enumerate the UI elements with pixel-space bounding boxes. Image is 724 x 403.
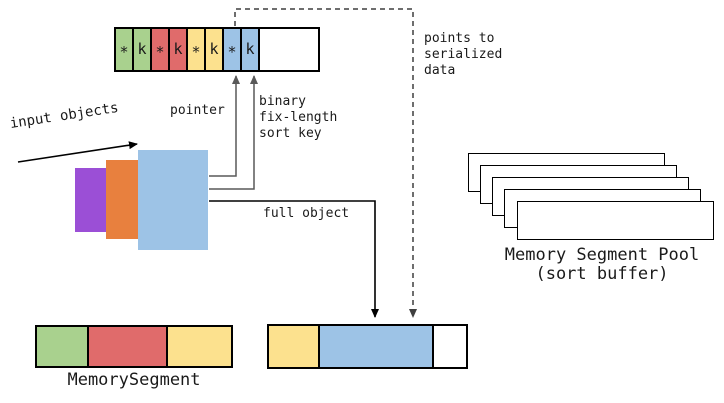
sort-index-cell: *	[116, 29, 134, 70]
pointer-arrow	[209, 75, 240, 177]
sort-index-cell: k	[206, 29, 224, 70]
cell-label: k	[137, 40, 147, 58]
cell-label: k	[209, 40, 219, 58]
memory-segment-part	[37, 327, 89, 366]
cell-label: *	[227, 43, 237, 61]
record-segment-part	[269, 326, 320, 367]
cell-label: *	[191, 43, 201, 61]
points-to-serialized-data-label: points to serialized data	[424, 31, 503, 78]
sort-index-cell: k	[134, 29, 152, 70]
memory-segment-part	[89, 327, 168, 366]
memory-segment-label: MemorySegment	[67, 370, 201, 390]
sort-index-cell: k	[242, 29, 260, 70]
input-object-orange	[106, 160, 139, 239]
sort-index-bar: * k * k * k * k	[114, 27, 320, 72]
input-object-purple	[75, 168, 106, 232]
sort-index-cell: k	[170, 29, 188, 70]
sort-key-arrow	[209, 75, 258, 190]
memory-segment-pool-title: Memory Segment Pool	[504, 245, 700, 265]
record-segment-part	[434, 326, 466, 367]
cell-label: k	[245, 40, 255, 58]
sort-index-empty-cell	[260, 29, 318, 70]
memory-segment-pool-subtitle: (sort buffer)	[535, 264, 669, 284]
cell-label: *	[155, 43, 165, 61]
cell-label: k	[173, 40, 183, 58]
record-segment-part	[320, 326, 434, 367]
sort-index-cell: *	[224, 29, 242, 70]
input-objects-label: input objects	[8, 99, 120, 132]
sort-key-label: binary fix-length sort key	[259, 94, 338, 141]
sort-index-cell: *	[188, 29, 206, 70]
full-object-label: full object	[263, 206, 350, 221]
pointer-label: pointer	[170, 103, 225, 118]
input-object-blue	[138, 150, 208, 250]
cell-label: *	[119, 43, 129, 61]
memory-segment-bar	[35, 325, 233, 368]
memory-segment-pool-rect	[517, 201, 714, 240]
serialized-record-bar	[267, 324, 468, 369]
memory-segment-part	[168, 327, 231, 366]
sort-index-cell: *	[152, 29, 170, 70]
